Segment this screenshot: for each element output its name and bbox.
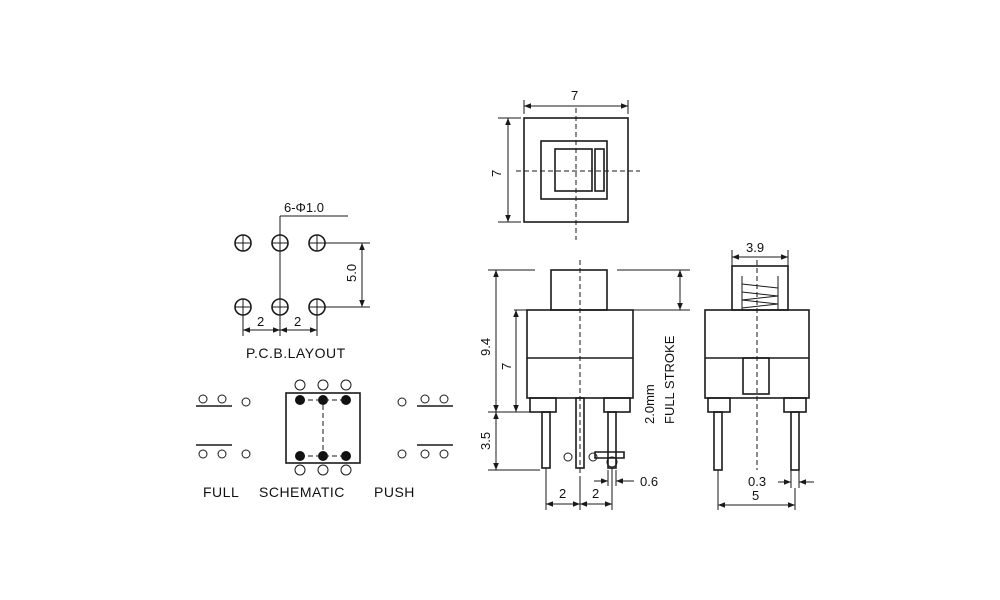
pcb-hole [308,298,326,316]
pitch-left-label: 2 [257,314,264,329]
top-height-label: 7 [489,170,504,177]
schematic-center [285,379,361,476]
pcb-layout: 6-Φ1.0 5.0 2 2 P.C.B.LAYOUT [234,200,370,361]
row-dimension-label: 5.0 [344,264,359,282]
front-pitch-right-label: 2 [592,486,599,501]
pcb-layout-title: P.C.B.LAYOUT [246,345,346,361]
pcb-hole [234,298,252,316]
pcb-hole [271,298,289,316]
top-view: 7 7 [489,88,640,240]
front-pin-width-label: 0.6 [640,474,658,489]
spring-icon [741,291,779,309]
pcb-hole [271,234,289,252]
pitch-right-label: 2 [294,314,301,329]
front-pitch-left-label: 2 [559,486,566,501]
pcb-hole [234,234,252,252]
front-total-height-label: 9.4 [478,338,493,356]
side-pin-span-label: 5 [752,488,759,503]
schematic-full-label: FULL [203,484,239,500]
stroke-text-label: FULL STROKE [662,335,677,424]
hole-spec-label: 6-Φ1.0 [284,200,324,215]
schematic-title: SCHEMATIC [259,484,345,500]
front-body-height-label: 7 [499,363,514,370]
side-button-width-label: 3.9 [746,240,764,255]
schematic-push-label: PUSH [374,484,415,500]
top-width-label: 7 [571,88,578,103]
front-view: 9.4 7 3.5 2.0mm FULL STROKE 2 2 0.6 [478,260,690,510]
side-pin-width-label: 0.3 [748,474,766,489]
full-state-symbol [196,394,251,459]
schematic: FULL SCHEMATIC PUSH [196,379,453,500]
pcb-hole [308,234,326,252]
side-view: 3.9 0.3 5 [704,240,814,510]
push-state-symbol [397,394,453,459]
stroke-value-label: 2.0mm [642,384,657,424]
front-pin-length-label: 3.5 [478,432,493,450]
